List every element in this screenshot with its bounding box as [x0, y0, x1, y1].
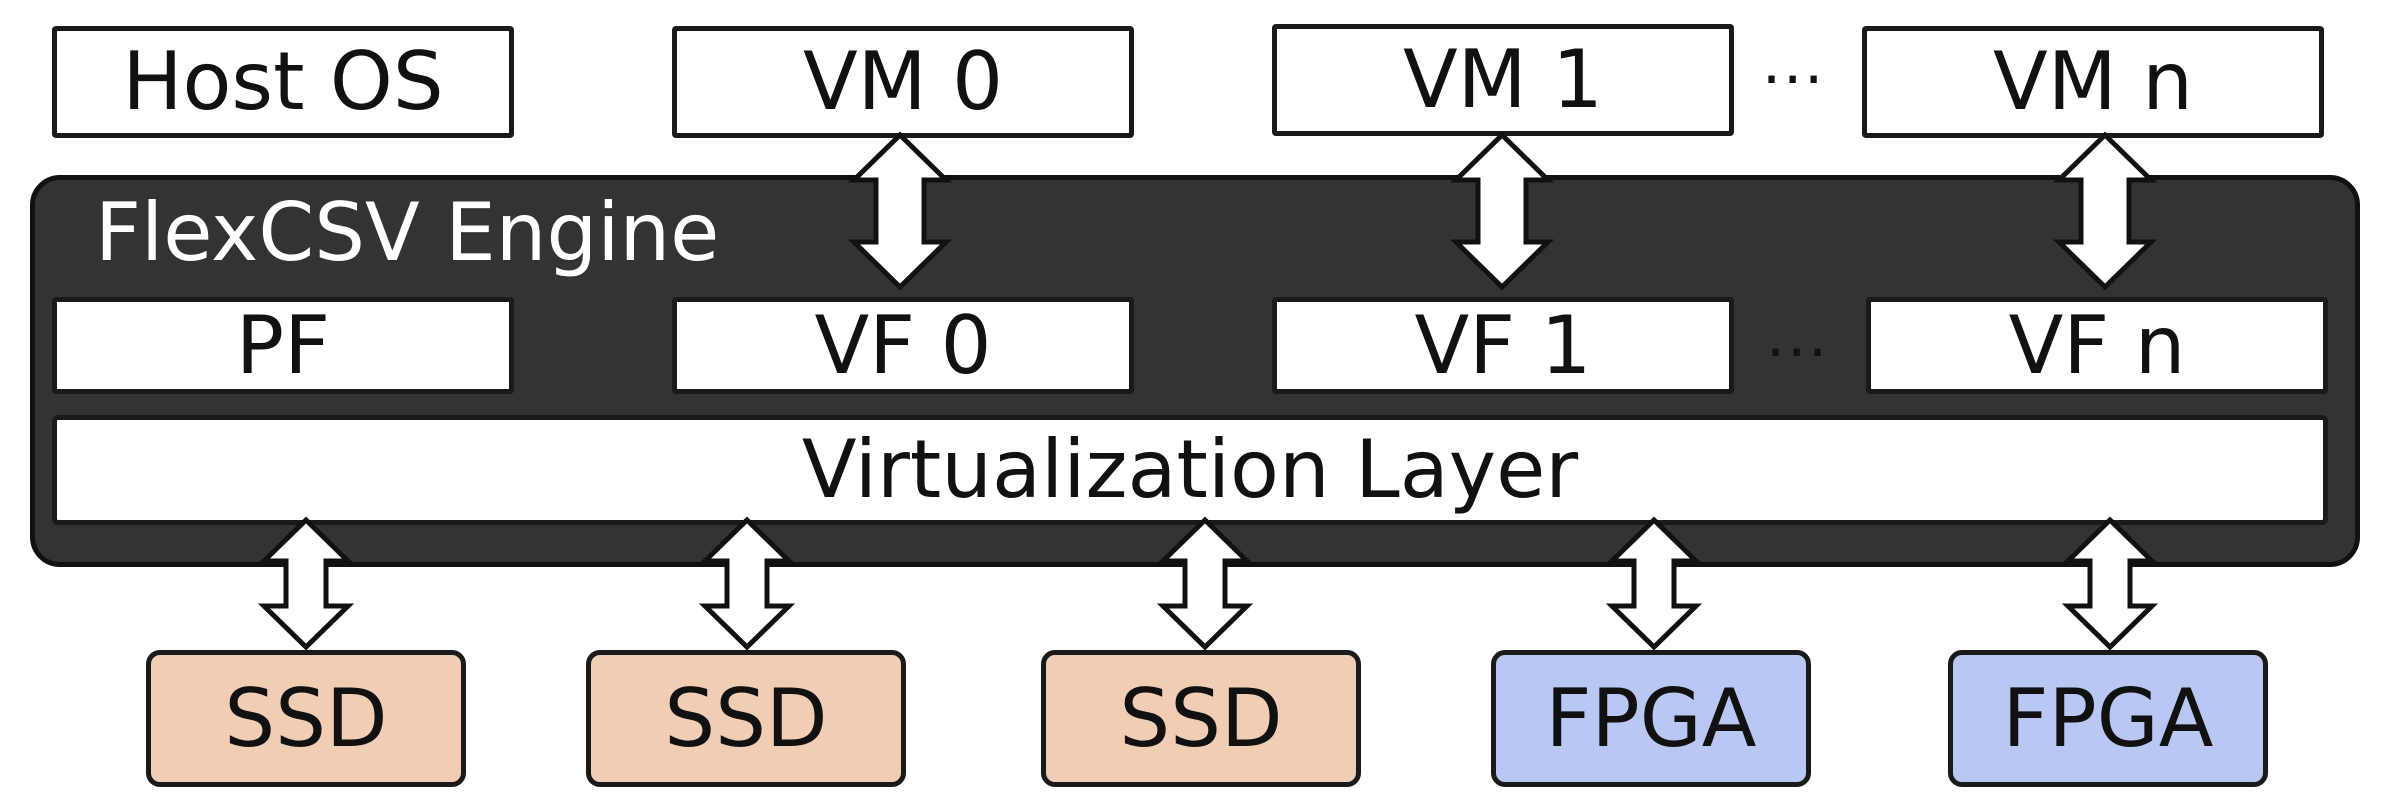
ssd-label-1: SSD [224, 671, 388, 765]
vf-0-label: VF 0 [814, 298, 992, 392]
fpga-label-2: FPGA [2002, 671, 2214, 765]
ssd-label-2: SSD [664, 671, 828, 765]
pf-label: PF [235, 298, 331, 392]
vm-ellipsis: ··· [1762, 45, 1826, 115]
vm-0-label: VM 0 [802, 35, 1004, 128]
vf-n-label: VF n [2008, 298, 2186, 392]
fpga-box-2: FPGA [1948, 650, 2268, 787]
vm-n-label: VM n [1993, 35, 2193, 128]
ssd-box-1: SSD [146, 650, 466, 787]
vf-1-box: VF 1 [1272, 297, 1734, 394]
vm-1-label: VM 1 [1402, 33, 1604, 126]
host-os-box: Host OS [52, 26, 514, 138]
fpga-box-1: FPGA [1491, 650, 1811, 787]
vm-n-box: VM n [1862, 26, 2324, 138]
vm-1-box: VM 1 [1272, 24, 1734, 136]
vm-0-box: VM 0 [672, 26, 1134, 138]
vf-0-box: VF 0 [672, 297, 1134, 394]
engine-title: FlexCSV Engine [95, 186, 720, 279]
ssd-box-3: SSD [1041, 650, 1361, 787]
ssd-label-3: SSD [1119, 671, 1283, 765]
vf-1-label: VF 1 [1414, 298, 1592, 392]
host-os-label: Host OS [122, 35, 444, 128]
virtualization-layer-label: Virtualization Layer [801, 423, 1579, 516]
pf-box: PF [52, 297, 514, 394]
virtualization-layer-box: Virtualization Layer [52, 415, 2328, 525]
vf-ellipsis: ··· [1766, 318, 1830, 388]
vf-n-box: VF n [1866, 297, 2328, 394]
fpga-label-1: FPGA [1545, 671, 1757, 765]
ssd-box-2: SSD [586, 650, 906, 787]
